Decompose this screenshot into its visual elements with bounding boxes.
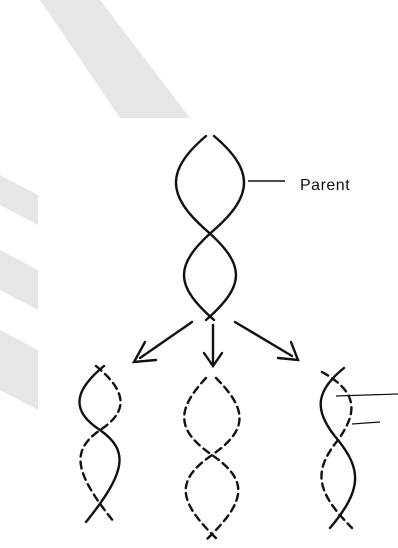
- middle-daughter-new-strand-a: [183, 376, 240, 542]
- parent-label: Parent: [300, 177, 350, 194]
- arrow-right-shaft: [233, 320, 294, 358]
- right-daughter-leader-bottom: [351, 421, 381, 425]
- left-daughter-new-strand: [79, 364, 122, 524]
- right-daughter-new-strand: [320, 370, 354, 530]
- parent-strand-b: [182, 134, 246, 322]
- replication-arrows: [131, 320, 300, 369]
- arrow-middle-head: [202, 351, 224, 369]
- watermark-left-bar-bottom: [0, 330, 38, 410]
- right-daughter-old-strand: [319, 366, 357, 530]
- watermark-left-bar-top: [0, 175, 38, 225]
- right-daughter-leaders: [335, 393, 398, 425]
- left-daughter-helix: [78, 364, 122, 524]
- arrow-right-head: [276, 340, 300, 362]
- watermark-diagonal-band: [40, 0, 190, 118]
- watermark-left-bar-middle: [0, 250, 38, 310]
- left-daughter-old-strand: [78, 364, 121, 524]
- right-daughter-helix: [319, 366, 357, 530]
- arrow-left-head: [131, 340, 158, 364]
- arrow-left-shaft: [138, 320, 194, 360]
- middle-daughter-helix: [183, 376, 241, 542]
- parent-helix: [174, 134, 246, 322]
- parent-strand-a: [174, 134, 238, 322]
- middle-daughter-new-strand-b: [184, 376, 241, 542]
- watermark: [0, 0, 190, 410]
- right-daughter-leader-top: [335, 393, 398, 397]
